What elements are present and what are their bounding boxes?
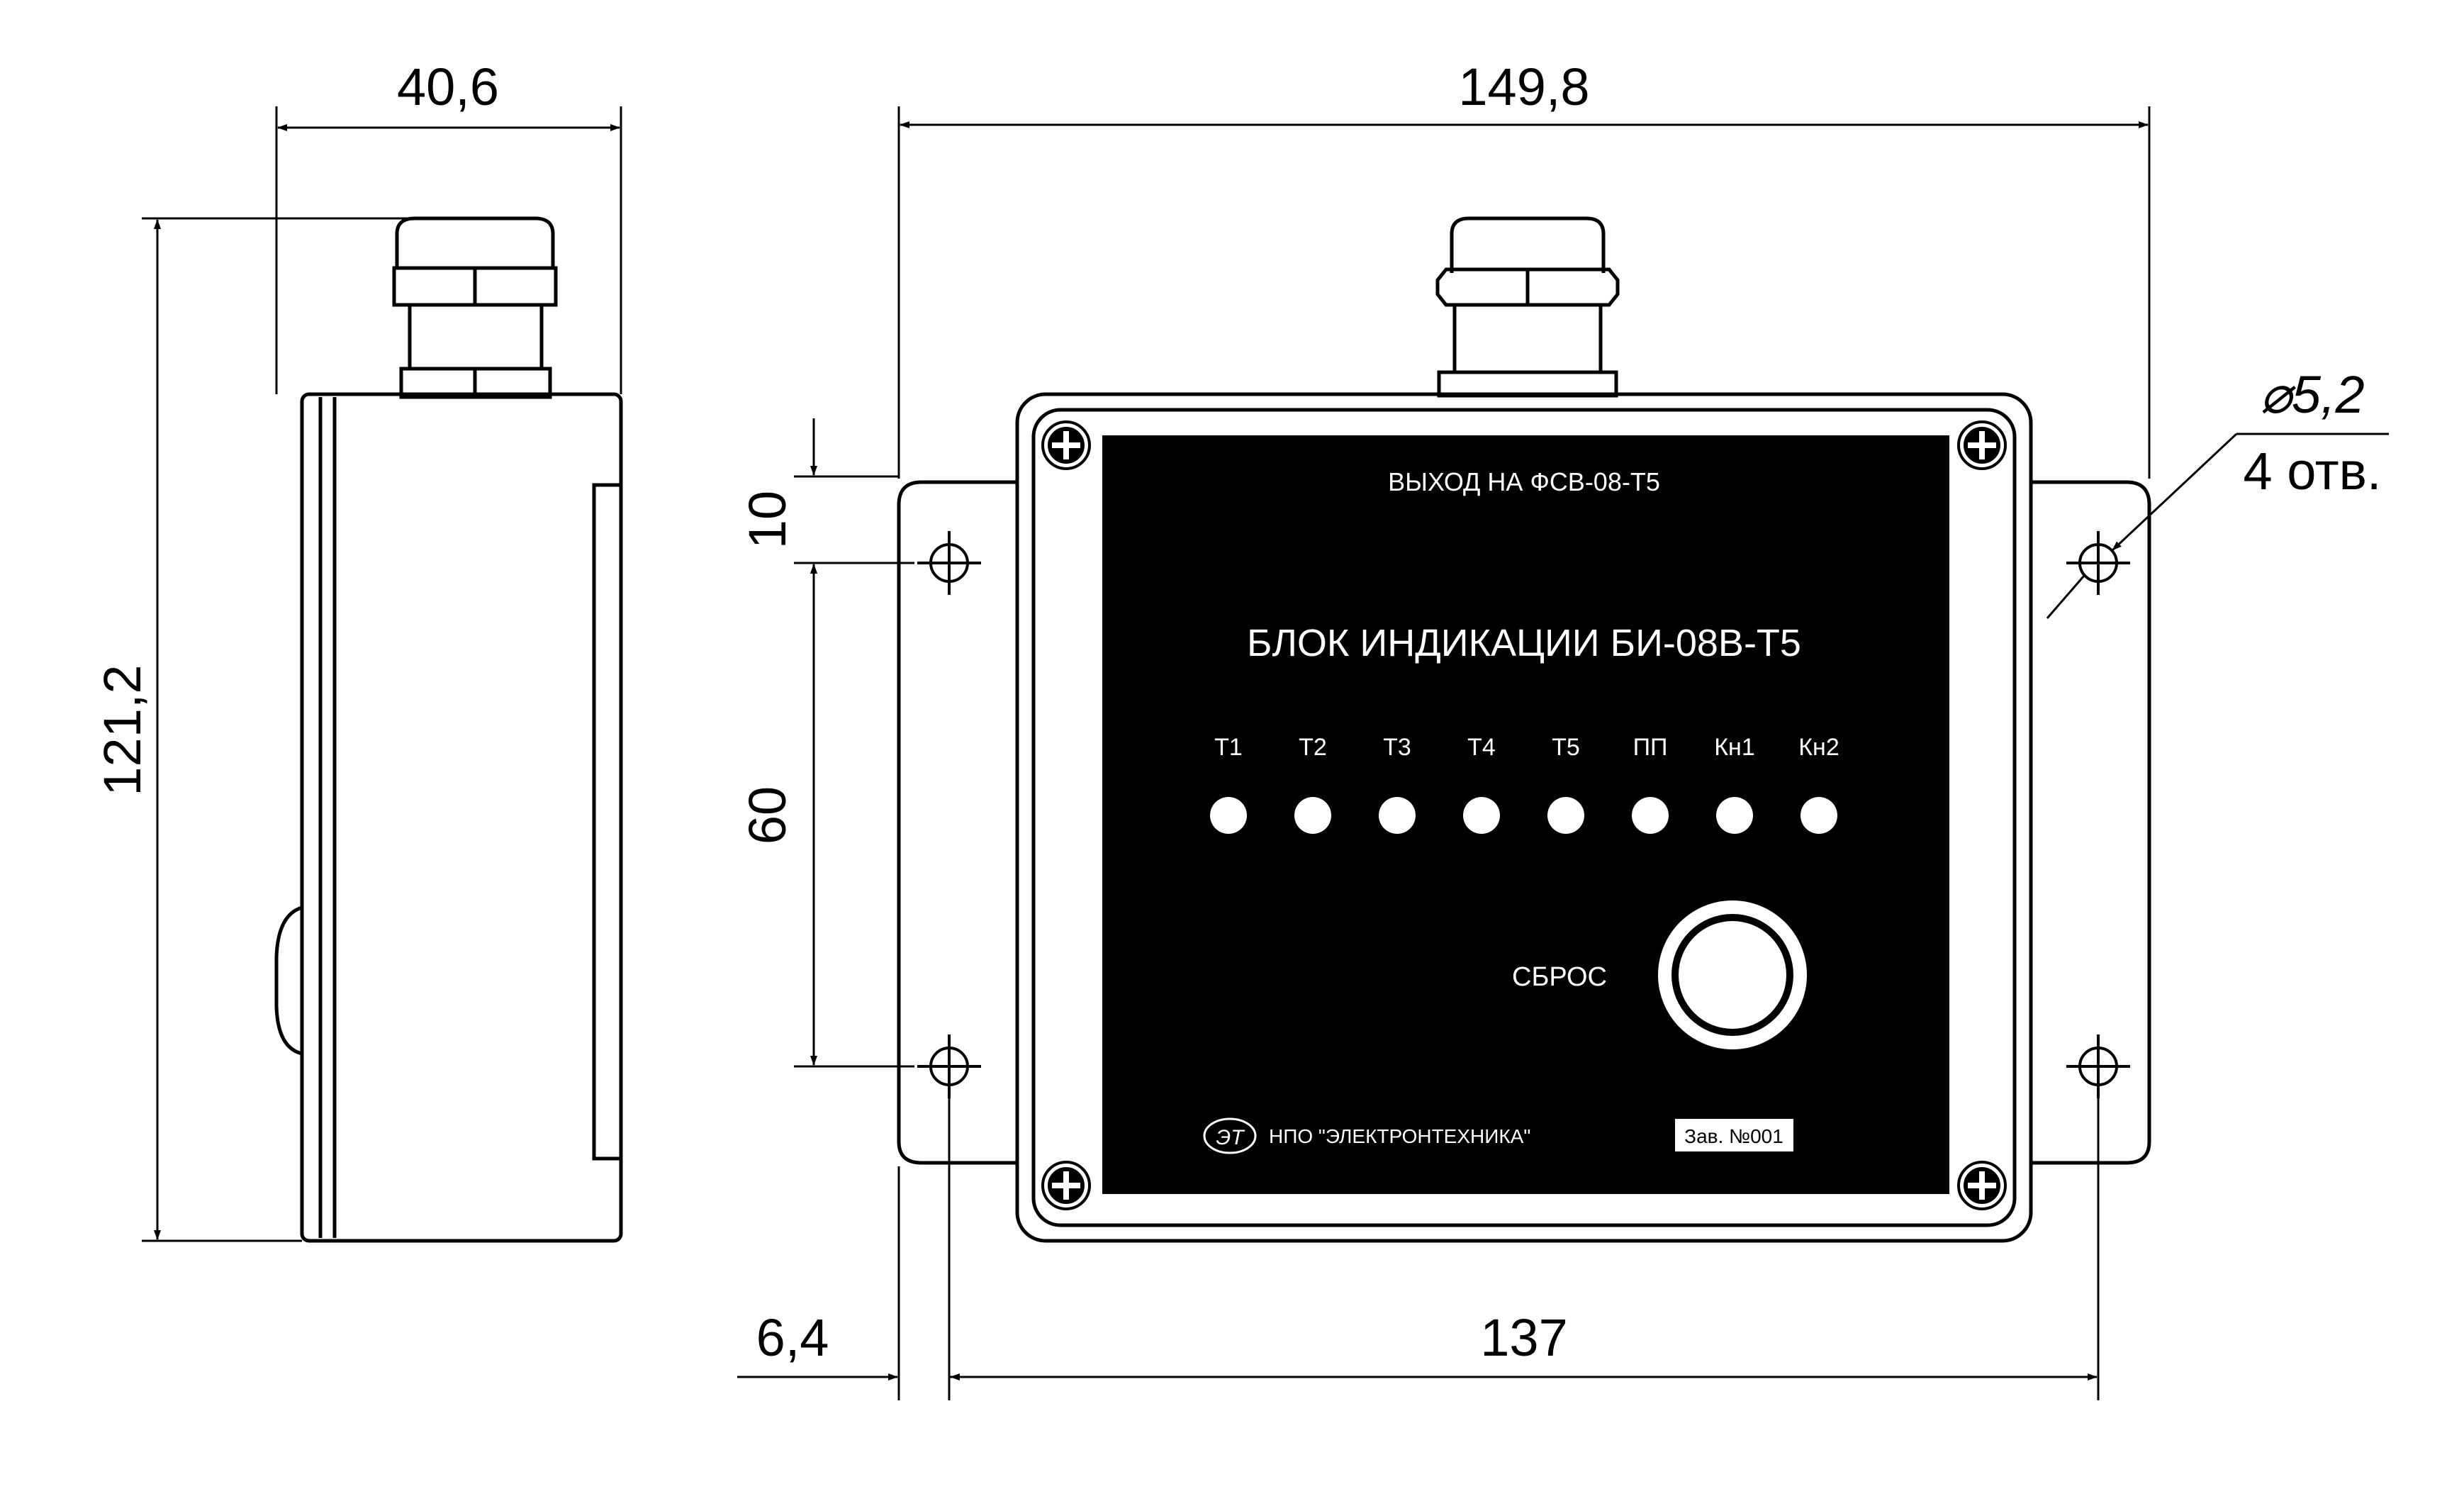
side-dimensions: [142, 106, 622, 1242]
led-indicator: [1294, 797, 1331, 834]
dim-side-height: 121,2: [93, 664, 152, 796]
manufacturer-name: НПО "ЭЛЕКТРОНТЕХНИКА": [1269, 1125, 1530, 1147]
front-gland-cap: [1450, 216, 1606, 273]
front-gland-base: [1437, 370, 1618, 398]
front-gland-body: [1452, 303, 1603, 374]
indicator-label: ПП: [1633, 734, 1668, 761]
reset-button: [1658, 900, 1807, 1049]
led-indicator: [1210, 797, 1247, 834]
right-flange: [2031, 480, 2151, 1165]
corner-screws: [1041, 420, 2007, 1210]
front-view: [897, 216, 2151, 1243]
dim-hole-pitch: 137: [1480, 1308, 1567, 1367]
indicator-label: Т1: [1214, 734, 1243, 761]
side-gland-body: [408, 303, 544, 371]
led-indicator: [1801, 797, 1837, 834]
screw-top-right: [1957, 420, 2007, 470]
led-indicator: [1716, 797, 1753, 834]
left-flange: [897, 480, 1017, 1165]
indicator-labels: Т1 Т2 Т3 Т4 Т5 ПП Кн1 Кн2: [1214, 734, 1839, 761]
screw-bottom-right: [1957, 1161, 2007, 1210]
led-indicator: [1379, 797, 1416, 834]
indicator-label: Т2: [1299, 734, 1327, 761]
screw-bottom-left: [1041, 1161, 1091, 1210]
screw-top-left: [1041, 420, 1091, 470]
panel-title: БЛОК ИНДИКАЦИИ БИ-08В-Т5: [1247, 622, 1801, 664]
side-housing: [300, 392, 623, 1243]
dim-offset-top: 10: [738, 491, 797, 549]
indicator-label: Т5: [1552, 734, 1580, 761]
manufacturer-logo: ЭТ: [1203, 1117, 1257, 1154]
led-indicator: [1547, 797, 1584, 834]
hole-top-right: [2066, 531, 2130, 595]
side-reset-button: [274, 905, 303, 1056]
front-housing: [1015, 392, 2033, 1243]
indicator-label: Кн2: [1798, 734, 1839, 761]
indicator-leds: [1210, 797, 1837, 834]
side-view: [274, 216, 623, 1243]
serial-plate: [1675, 1119, 1793, 1151]
led-indicator: [1463, 797, 1500, 834]
logo-text: ЭТ: [1216, 1126, 1245, 1149]
dim-hole-diameter: ⌀5,2: [2260, 365, 2364, 424]
dim-side-width: 40,6: [397, 57, 499, 116]
side-gland-cap: [395, 216, 555, 269]
serial-number: Зав. №001: [1684, 1125, 1783, 1147]
front-dimensions: [737, 106, 2389, 1400]
dim-hole-count: 4 отв.: [2243, 442, 2381, 501]
indicator-label: Т4: [1467, 734, 1496, 761]
indicator-label: Т3: [1383, 734, 1411, 761]
front-gland-nut: [1435, 267, 1620, 307]
dim-front-width: 149,8: [1458, 57, 1589, 116]
dim-vertical-pitch: 60: [738, 786, 797, 844]
output-label: ВЫХОД НА ФСВ-08-Т5: [1388, 467, 1660, 496]
dim-offset-left: 6,4: [756, 1308, 829, 1367]
led-indicator: [1632, 797, 1669, 834]
indicator-label: Кн1: [1714, 734, 1755, 761]
hole-top-left: [917, 531, 981, 595]
reset-label: СБРОС: [1512, 962, 1607, 992]
